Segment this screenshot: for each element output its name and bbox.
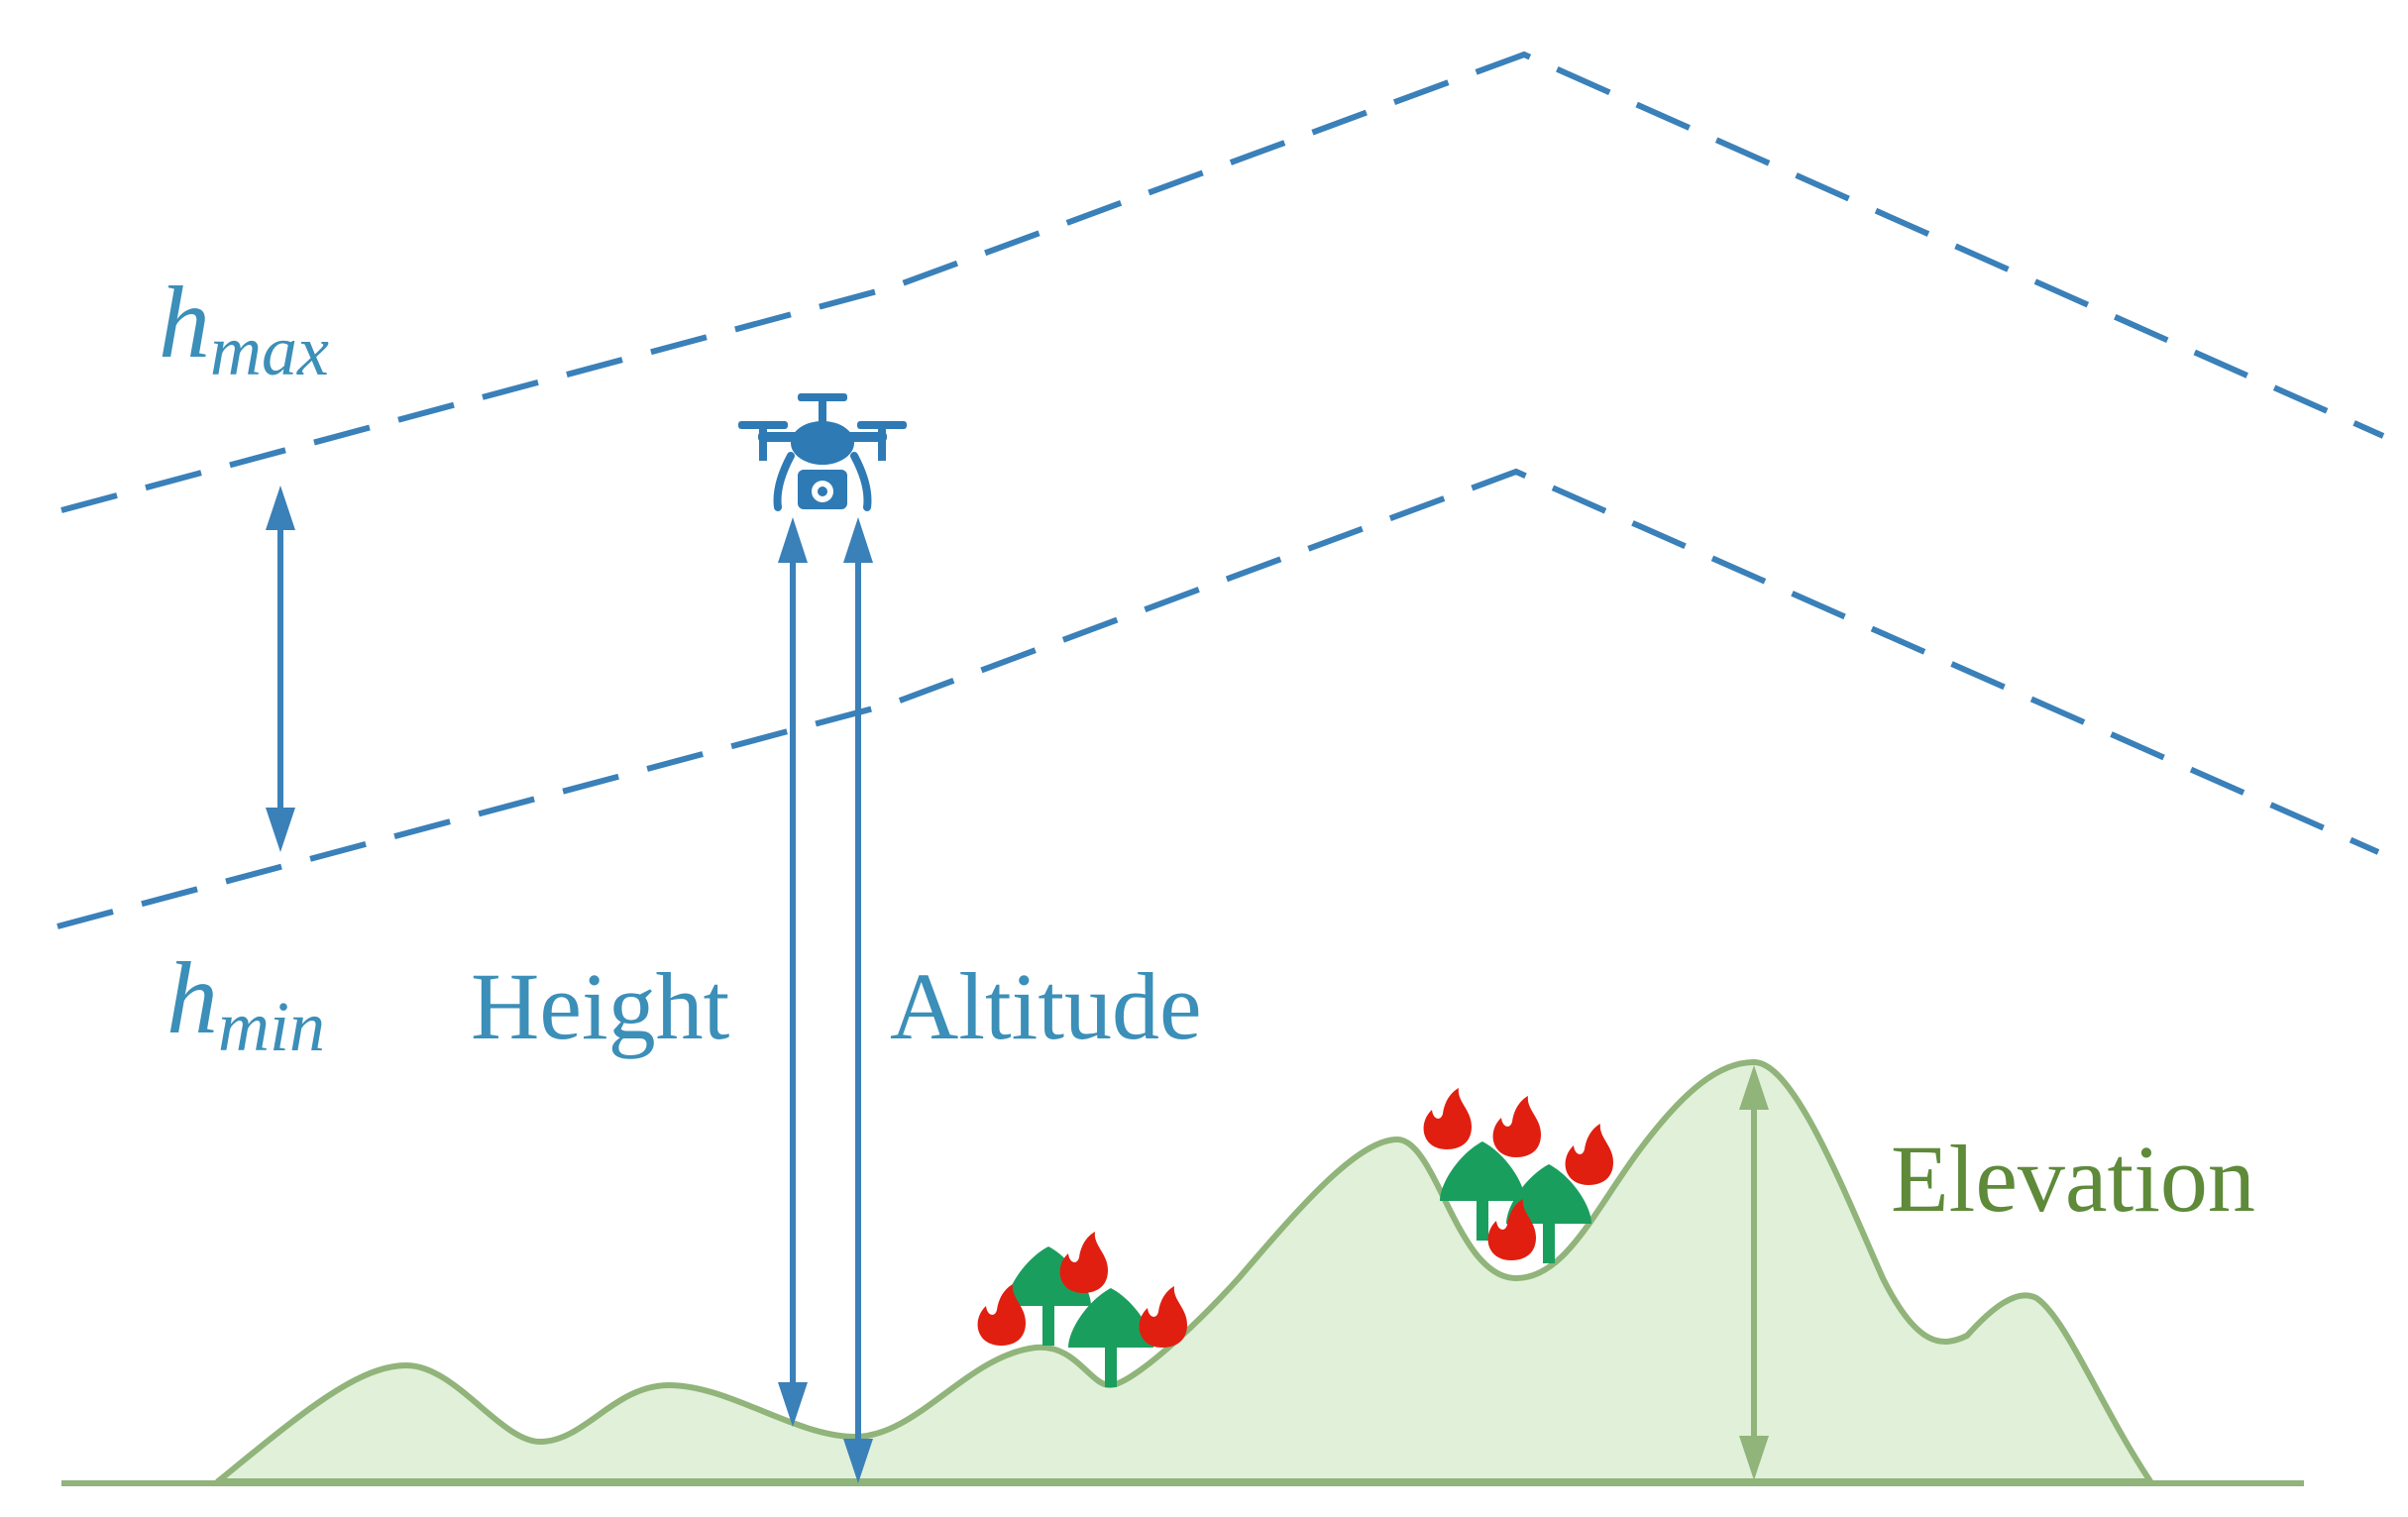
fire-icon xyxy=(1565,1124,1613,1185)
hmin-label-sub: min xyxy=(218,987,325,1066)
tree-fire-cluster-left xyxy=(977,1232,1187,1387)
hmin-label-base: h xyxy=(166,941,218,1055)
tree-icon xyxy=(1506,1164,1591,1263)
fire-icon xyxy=(1139,1286,1187,1348)
hmax-label-sub: max xyxy=(210,311,329,390)
hmin-boundary-line xyxy=(56,468,2380,929)
fire-icon xyxy=(1059,1232,1108,1293)
altitude-label: Altitude xyxy=(890,953,1202,1059)
tree-icon xyxy=(1440,1141,1525,1241)
fire-icon xyxy=(977,1284,1026,1346)
tree-fire-cluster-right xyxy=(1423,1088,1613,1263)
fire-icon xyxy=(1492,1096,1541,1157)
terrain xyxy=(215,1059,2153,1484)
elevation-arrow xyxy=(1739,1065,1769,1480)
drone-camera-icon xyxy=(738,393,907,511)
height-label: Height xyxy=(471,953,730,1059)
hmax-boundary-line xyxy=(60,51,2385,513)
h-range-arrow xyxy=(266,486,295,852)
tree-icon xyxy=(1006,1246,1091,1346)
elevation-label: Elevation xyxy=(1891,1126,2255,1232)
hmax-label-base: h xyxy=(159,266,210,379)
altitude-arrow xyxy=(843,517,873,1483)
fire-icon xyxy=(1423,1088,1472,1149)
hmin-label: hmin xyxy=(166,941,325,1066)
fire-icon xyxy=(1487,1199,1536,1260)
hmax-label: hmax xyxy=(159,266,329,390)
tree-icon xyxy=(1068,1288,1153,1387)
height-arrow xyxy=(778,517,808,1427)
